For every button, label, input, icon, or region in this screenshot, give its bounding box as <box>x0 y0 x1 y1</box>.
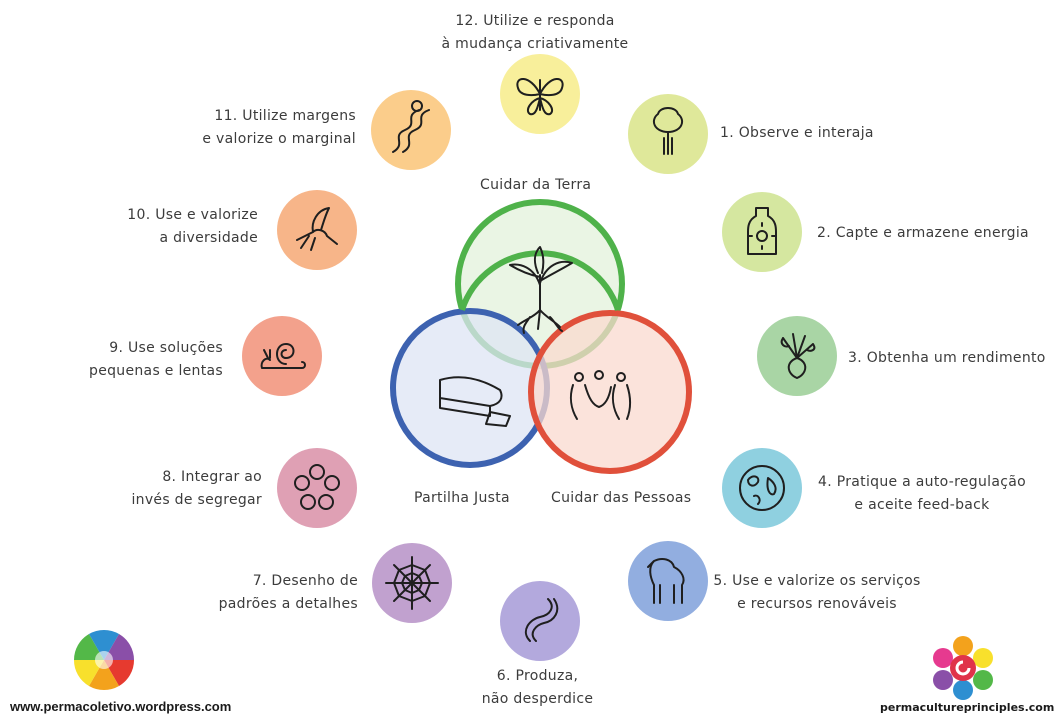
principle-8 <box>277 448 357 528</box>
principle-label-1: 1. Observe e interaja <box>720 125 874 141</box>
principle-7 <box>372 543 452 623</box>
butterfly-icon <box>516 78 564 116</box>
principle-9 <box>242 316 322 396</box>
earth-care-label: Cuidar da Terra <box>480 177 592 193</box>
principle-6 <box>500 581 580 661</box>
worm-icon <box>524 598 559 642</box>
principle-12 <box>500 54 580 134</box>
principle-5 <box>628 541 708 621</box>
principle-4-circle <box>722 448 802 528</box>
tree-roots-icon <box>509 246 573 334</box>
principle-label-8: 8. Integrar ao invés de segregar <box>131 469 262 508</box>
principle-label-4: 4. Pratique a auto-regulação e aceite fe… <box>818 474 1026 513</box>
shared-cake-icon <box>439 376 511 427</box>
principle-8-circle <box>277 448 357 528</box>
principle-6-circle <box>500 581 580 661</box>
principle-label-12: 12. Utilize e responda à mudança criativ… <box>441 13 629 52</box>
principle-2 <box>722 192 802 272</box>
principle-label-7: 7. Desenho de padrões a detalhes <box>218 573 358 612</box>
permacoletivo-url[interactable]: www.permacoletivo.wordpress.com <box>10 699 232 714</box>
principle-label-2: 2. Capte e armazene energia <box>817 225 1029 241</box>
permacoletivo-logo <box>73 629 134 691</box>
fair-share-circle <box>390 308 550 468</box>
principle-11-circle <box>371 90 451 170</box>
principle-1 <box>628 94 708 174</box>
principle-label-9: 9. Use soluções pequenas e lentas <box>89 340 223 379</box>
principle-10 <box>277 190 357 270</box>
permacultureprinciples-url[interactable]: permacultureprinciples.com <box>880 701 1054 714</box>
people-care-label: Cuidar das Pessoas <box>551 490 692 506</box>
tree-icon <box>652 107 684 155</box>
principle-3 <box>757 316 837 396</box>
globe-icon <box>739 465 785 511</box>
principle-11 <box>371 90 451 170</box>
principle-5-circle <box>628 541 708 621</box>
principle-4 <box>722 448 802 528</box>
snail-icon <box>260 343 306 369</box>
ethics-venn <box>390 199 692 474</box>
principle-label-6: 6. Produza, não desperdice <box>481 668 594 707</box>
principle-label-10: 10. Use e valorize a diversidade <box>127 207 258 246</box>
principle-label-3: 3. Obtenha um rendimento <box>848 350 1046 366</box>
principle-label-11: 11. Utilize margens e valorize o margina… <box>202 108 356 147</box>
fair-share-label: Partilha Justa <box>414 490 510 506</box>
principle-label-5: 5. Use e valorize os serviços e recursos… <box>713 573 921 612</box>
beet-icon <box>780 333 816 379</box>
horse-icon <box>647 558 685 604</box>
flower-ring-icon <box>294 464 340 510</box>
hummingbird-icon <box>296 207 338 251</box>
bottle-sun-icon <box>747 207 777 255</box>
permaculture-principles-logo <box>933 636 993 700</box>
spiderweb-icon <box>385 556 439 610</box>
people-icon <box>569 370 631 420</box>
river-icon <box>392 100 430 153</box>
